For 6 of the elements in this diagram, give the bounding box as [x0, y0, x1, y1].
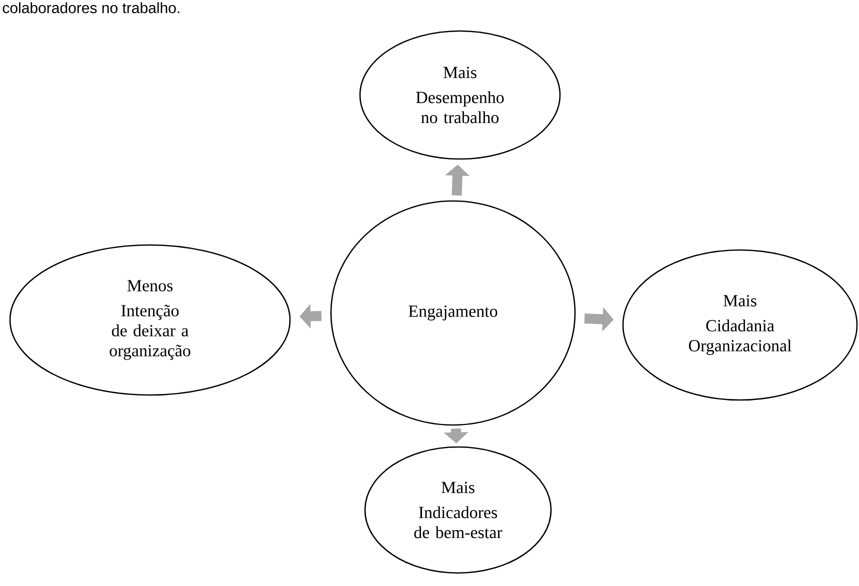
ellipse-node: Mais Desempenho no trabalho: [359, 30, 561, 160]
ellipse-node: Menos Intenção de deixar a organização: [9, 244, 291, 396]
ellipse-node: Mais Indicadores de bem-estar: [364, 446, 552, 574]
caption-text: colaboradores no trabalho.: [2, 2, 180, 14]
ellipse-node: Engajamento: [330, 200, 576, 426]
ellipse-node: Mais Cidadania Organizacional: [622, 249, 858, 401]
